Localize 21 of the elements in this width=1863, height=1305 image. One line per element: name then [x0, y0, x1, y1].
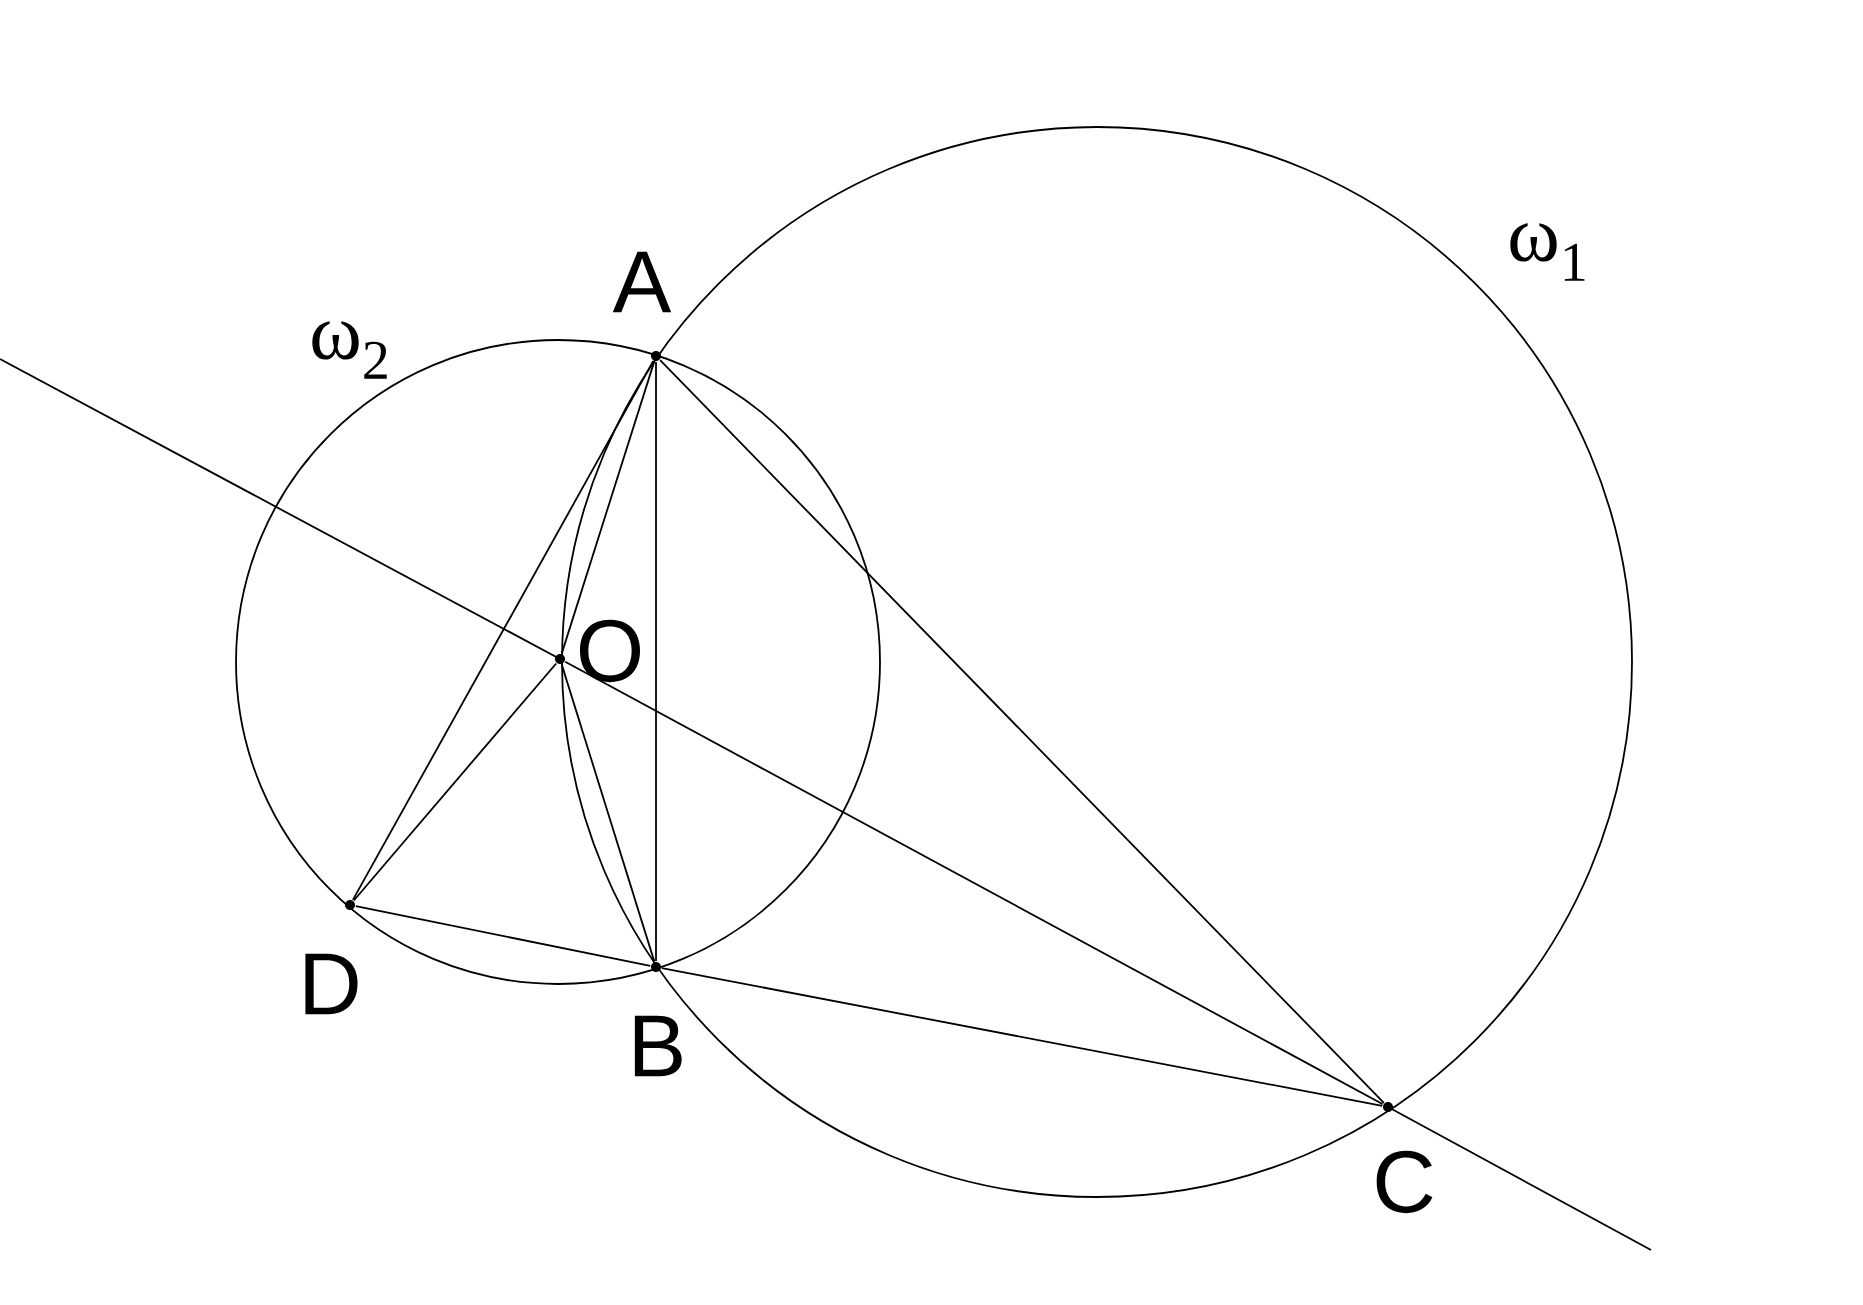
point — [555, 654, 565, 664]
point-label: D — [305, 953, 358, 1015]
line-segment — [354, 905, 652, 967]
point-label: A — [612, 251, 672, 313]
point-label: C — [1376, 1150, 1433, 1214]
point — [1383, 1102, 1393, 1112]
line-segment — [564, 660, 1384, 1106]
point — [345, 900, 355, 910]
line-segment — [560, 360, 656, 655]
point-label: B — [634, 1015, 682, 1077]
point — [651, 351, 661, 361]
line-segment — [352, 662, 558, 902]
circle-label: ω$_{1}$ — [1510, 223, 1585, 281]
circle-label: ω$_{2}$ — [312, 321, 387, 379]
line-segment — [560, 663, 656, 963]
line-segment — [660, 967, 1384, 1107]
point — [651, 962, 661, 972]
line-segment — [655, 361, 657, 962]
line-segment — [659, 359, 1385, 1104]
point-label: O — [579, 619, 641, 683]
line-segment — [352, 360, 655, 901]
